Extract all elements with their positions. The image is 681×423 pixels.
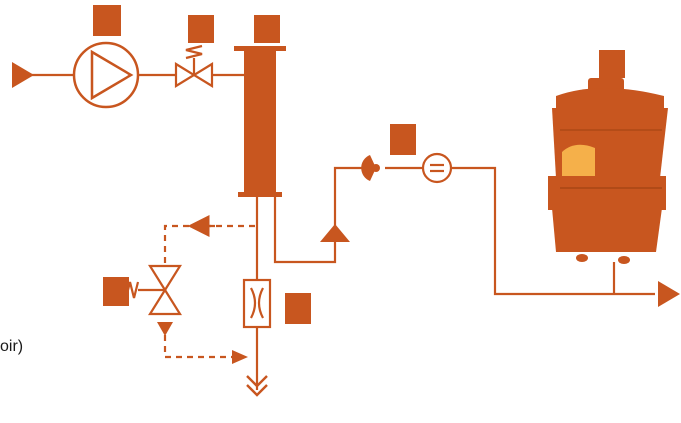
branch-check-arrow-icon [320, 224, 350, 242]
safety-relief-valve-icon [124, 264, 182, 316]
drain-icon [246, 375, 268, 397]
branch-pipe [273, 166, 365, 264]
label-box-heater [599, 50, 625, 78]
flow-meter-icon [421, 152, 453, 184]
pump-icon [72, 41, 140, 109]
heater-unit-icon [548, 78, 668, 264]
relief-dashed-top [163, 224, 255, 265]
label-box-valve [188, 15, 214, 43]
outlet-arrow-icon [658, 281, 680, 307]
relief-dashed-bottom [163, 335, 240, 359]
filter-column-icon [234, 46, 286, 197]
label-box-column [254, 15, 280, 43]
label-box-relief-valve [103, 277, 129, 306]
inlet-arrow-icon [12, 62, 34, 88]
label-box-check-valve [390, 124, 416, 155]
safety-relief-outlet-arrow-icon [157, 322, 173, 336]
truncated-reservoir-label: oir) [0, 338, 24, 355]
pressure-relief-valve-icon [174, 44, 214, 88]
label-box-restrictor [285, 293, 311, 324]
relief-return-arrow-icon [232, 350, 248, 364]
flow-restrictor-icon [242, 278, 272, 329]
label-box-pump [93, 5, 121, 36]
check-valve-icon [361, 155, 380, 181]
meter-to-outlet-pipe [451, 166, 655, 296]
